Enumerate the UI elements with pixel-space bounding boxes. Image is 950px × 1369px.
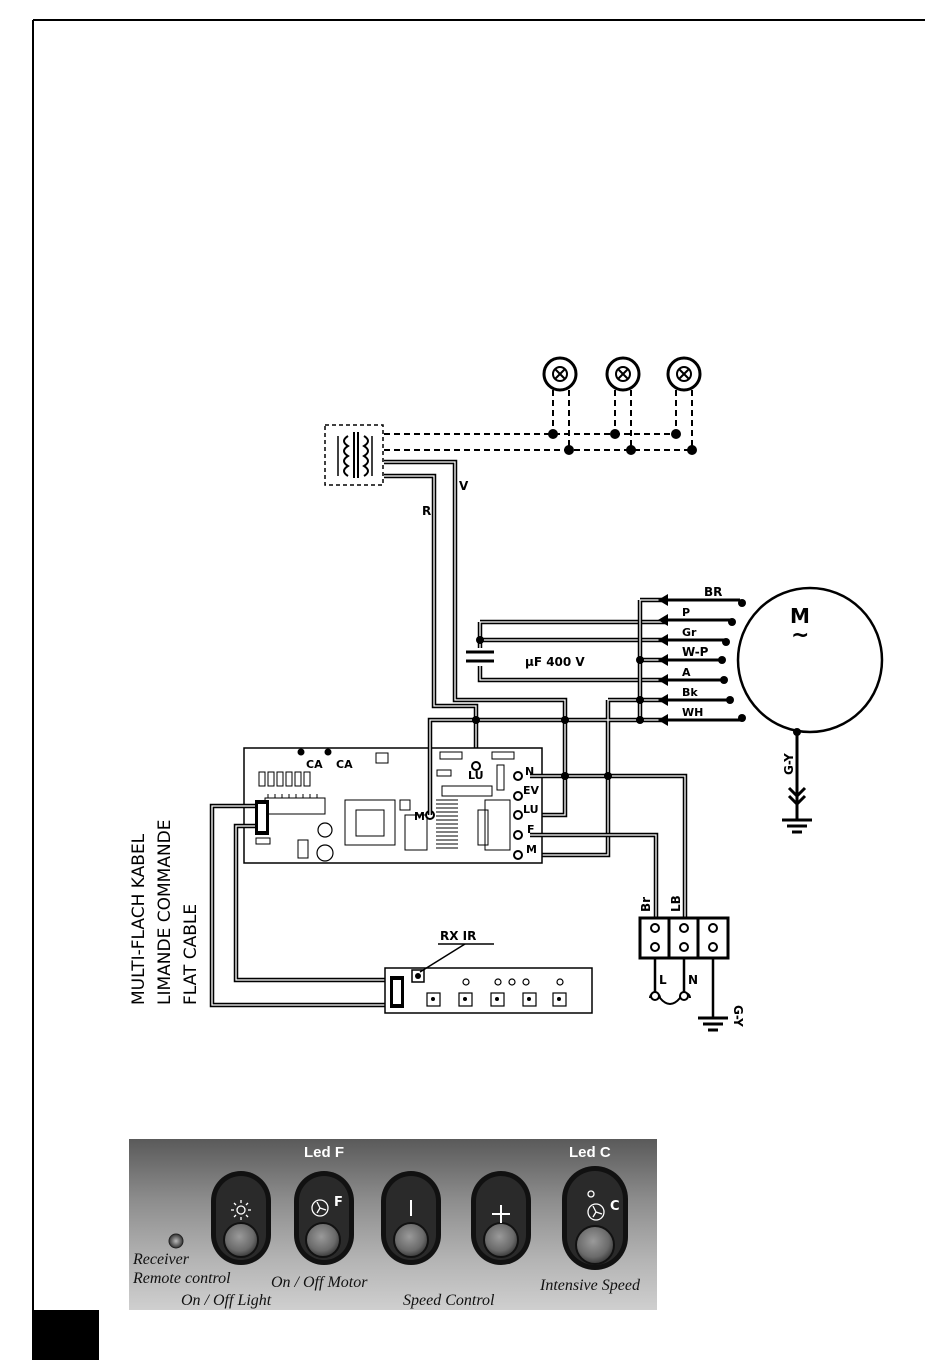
cable-label-fr: LIMANDE COMMANDE: [155, 820, 175, 1006]
receiver-label: RX IR: [440, 929, 476, 943]
caption-speed: Speed Control: [403, 1292, 495, 1309]
control-board: CA CA: [244, 748, 542, 863]
lamp-icon: [668, 358, 700, 390]
transformer-icon: [325, 425, 383, 485]
lamps: [544, 358, 700, 390]
term-gr: Gr: [682, 626, 697, 639]
ground-label-motor: G-Y: [782, 753, 796, 775]
caption-light: On / Off Light: [181, 1292, 272, 1309]
board-pin-m: M: [526, 843, 537, 856]
term-a: A: [682, 666, 691, 679]
board-lu-top: LU: [468, 769, 484, 782]
motor-button[interactable]: F: [294, 1171, 354, 1265]
term-p: P: [682, 606, 690, 619]
intensive-button[interactable]: C: [562, 1166, 628, 1270]
mains-label-gy: G-Y: [731, 1005, 745, 1027]
speed-plus-button[interactable]: [471, 1171, 531, 1265]
board-ca-1: CA: [306, 758, 323, 771]
terminal-block: [640, 918, 728, 958]
caption-receiver: Receiver: [132, 1251, 190, 1268]
caption-intensive: Intensive Speed: [539, 1277, 641, 1294]
wire-label-v: V: [459, 479, 469, 493]
board-pin-lu: LU: [523, 803, 539, 816]
receiver-icon: [169, 1234, 183, 1248]
light-button[interactable]: [211, 1171, 271, 1265]
motor-ground-icon: [782, 732, 812, 832]
caption-remote: Remote control: [132, 1270, 231, 1287]
lamp-wiring: [384, 390, 692, 450]
mains-label-l: L: [659, 973, 667, 987]
wire-label-r: R: [422, 504, 431, 518]
board-ca-2: CA: [336, 758, 353, 771]
keypad-board: [385, 968, 592, 1013]
speed-minus-button[interactable]: [381, 1171, 441, 1265]
lamp-junctions: [548, 429, 697, 455]
lamp-icon: [544, 358, 576, 390]
led-f-label: Led F: [304, 1144, 344, 1161]
page-corner-block: [33, 1310, 99, 1360]
cable-label-de: MULTI-FLACH KABEL: [129, 833, 149, 1005]
motor-button-letter: F: [334, 1195, 343, 1210]
term-br: BR: [704, 585, 722, 599]
mains-leads: [650, 958, 713, 1018]
motor-tilde: ~: [791, 623, 809, 648]
lamp-icon: [607, 358, 639, 390]
control-panel: Led F Led C F: [129, 1139, 657, 1310]
mains-label-n: N: [688, 973, 698, 987]
cable-label-en: FLAT CABLE: [181, 904, 201, 1005]
tb-label-br: Br: [639, 897, 653, 912]
intensive-button-letter: C: [610, 1199, 620, 1214]
term-wh: WH: [682, 706, 703, 719]
term-wp: W-P: [682, 645, 709, 659]
capacitor-label: µF 400 V: [525, 655, 585, 669]
mains-ground-icon: [698, 1018, 728, 1030]
led-c-label: Led C: [569, 1144, 611, 1161]
board-m-pin: M: [414, 810, 425, 823]
caption-motor: On / Off Motor: [271, 1274, 368, 1291]
tb-label-lb: LB: [669, 895, 683, 912]
term-bk: Bk: [682, 686, 698, 699]
capacitor-icon: [466, 652, 494, 661]
motor-icon: M ~: [718, 588, 882, 736]
board-pin-ev: EV: [523, 784, 540, 797]
terminal-arrows: [658, 594, 668, 726]
